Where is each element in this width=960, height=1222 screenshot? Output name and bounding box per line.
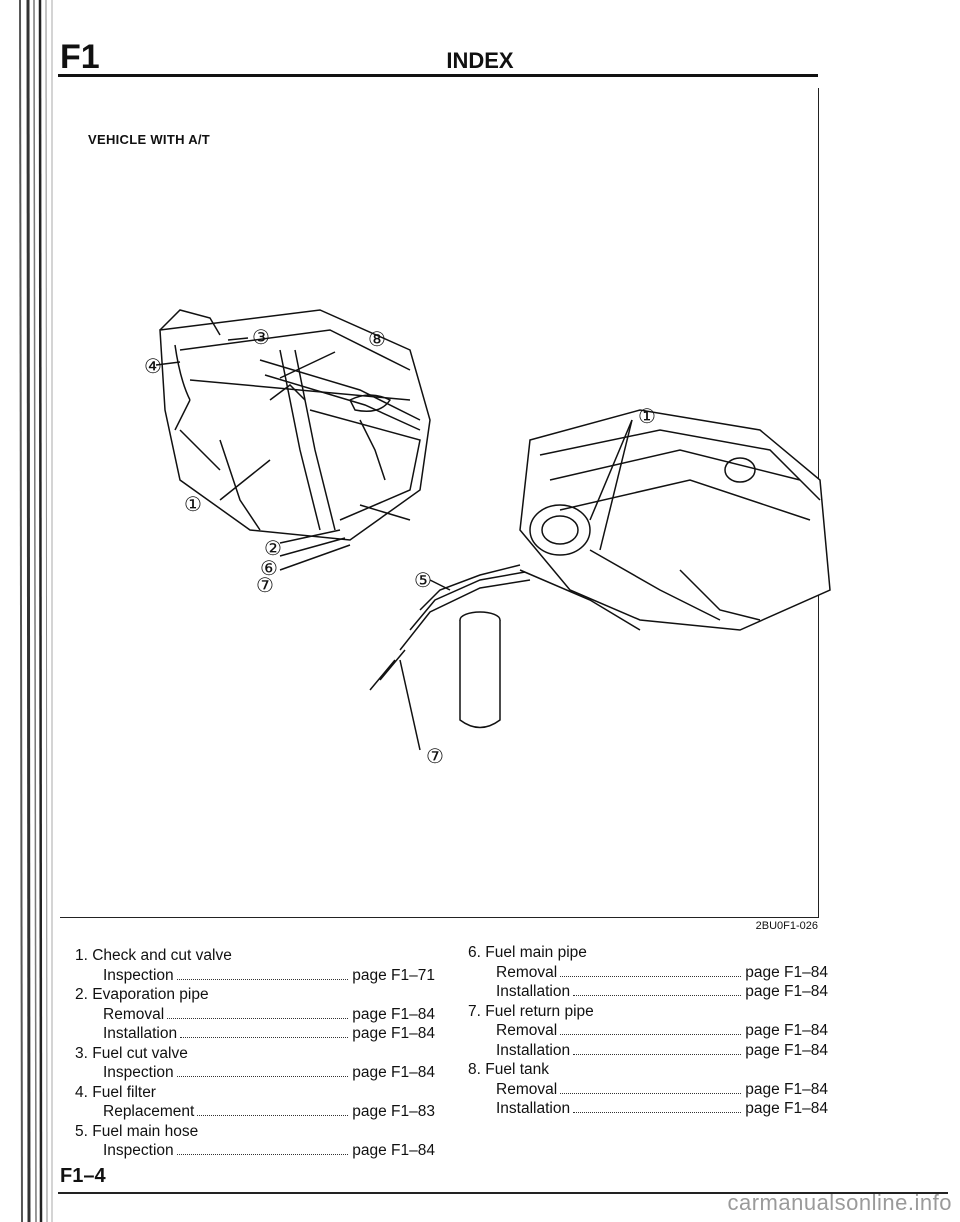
callout-2: ② [264,538,282,560]
callout-5: ⑤ [414,570,432,592]
legend-item: 8. Fuel tank Removal page F1–84 Installat… [468,1060,828,1119]
dot-leader [180,1037,349,1038]
legend-item-title: 7. Fuel return pipe [468,1002,594,1020]
legend-item-title: 4. Fuel filter [75,1083,156,1101]
legend-entry: Installation page F1–84 [468,982,828,1002]
entry-label: Inspection [103,966,174,984]
dot-leader [176,1154,349,1155]
legend-item: 4. Fuel filter Replacement page F1–83 [75,1083,435,1122]
entry-label: Replacement [103,1103,195,1120]
legend-entry: Installation page F1–84 [75,1024,435,1044]
legend-entry: Removal page F1–84 [468,1080,828,1100]
callout-7-tank: ⑦ [256,575,274,597]
legend-right: 6. Fuel main pipe Removal page F1–84 Inst… [468,943,828,1119]
legend-item: 5. Fuel main hose Inspection page F1–84 [75,1122,435,1161]
entry-label: Installation [496,983,571,1000]
legend-entry: Inspection page F1–84 [75,1063,435,1083]
figure-code: 2BU0F1-026 [755,920,818,932]
dot-leader [573,1112,742,1113]
entry-label: Inspection [103,1064,174,1081]
legend-item-title: 1. Check and cut valve [75,947,232,964]
legend-entry: Installation page F1–84 [468,1041,828,1061]
entry-label: Removal [496,1080,558,1098]
watermark: carmanualsonline.info [727,1190,952,1215]
fuel-tank-illustration [159,309,431,541]
legend-item: 2. Evaporation pipe Removal page F1–84 In… [75,985,435,1044]
dot-leader [560,975,742,977]
dot-leader [176,1076,349,1077]
dot-leader [573,1053,742,1055]
legend-item-title: 3. Fuel cut valve [75,1044,188,1062]
entry-page-ref: page F1–84 [745,963,828,981]
entry-page-ref: page F1–71 [352,966,435,984]
legend-item: 3. Fuel cut valve Inspection page F1–84 [75,1044,435,1083]
dot-leader [560,1034,742,1035]
entry-page-ref: page F1–84 [745,983,828,1000]
legend-item-title: 2. Evaporation pipe [75,986,209,1003]
dot-leader [560,1092,742,1094]
callout-6: ⑥ [260,558,278,580]
callout-3: ③ [252,327,270,349]
entry-page-ref: page F1–84 [745,1041,828,1059]
legend-entry: Removal page F1–84 [75,1005,435,1025]
header-rule [58,74,818,77]
legend-entry: Inspection page F1–84 [75,1141,435,1161]
legend-item-title: 8. Fuel tank [468,1061,549,1078]
legend-item: 1. Check and cut valve Inspection page F1… [75,946,435,985]
entry-label: Removal [103,1005,165,1023]
legend-item: 7. Fuel return pipe Removal page F1–84 In… [468,1002,828,1061]
entry-page-ref: page F1–84 [352,1025,435,1042]
legend-left: 1. Check and cut valve Inspection page F1… [75,946,435,1161]
legend-entry: Inspection page F1–71 [75,966,435,986]
legend-entry: Removal page F1–84 [468,1021,828,1041]
entry-label: Installation [496,1041,571,1059]
entry-page-ref: page F1–84 [352,1005,435,1023]
callout-7-engine: ⑦ [426,746,444,768]
callout-1-engine: ① [638,406,656,428]
dot-leader [573,995,742,996]
page-title: INDEX [446,48,514,73]
legend-entry: Removal page F1–84 [468,963,828,983]
legend-item-title: 5. Fuel main hose [75,1122,199,1140]
legend-item-title: 6. Fuel main pipe [468,944,587,961]
section-code: F1 [60,38,100,76]
callout-1-tank: ① [184,494,202,516]
footer-rule [58,1192,948,1194]
dot-leader [167,1017,349,1019]
entry-page-ref: page F1–83 [352,1103,435,1120]
callout-8: ⑧ [368,329,386,351]
figure-caption: VEHICLE WITH A/T [88,132,211,147]
entry-label: Removal [496,963,558,981]
page-number: F1–4 [60,1165,106,1187]
entry-page-ref: page F1–84 [745,1022,828,1039]
legend-item: 6. Fuel main pipe Removal page F1–84 Inst… [468,943,828,1002]
legend-entry: Installation page F1–84 [468,1099,828,1119]
entry-label: Removal [496,1022,558,1039]
entry-label: Installation [103,1025,178,1042]
entry-page-ref: page F1–84 [352,1064,435,1081]
fuel-system-diagram [155,309,831,751]
legend-entry: Replacement page F1–83 [75,1102,435,1122]
entry-page-ref: page F1–84 [745,1080,828,1098]
dot-leader [176,978,349,980]
entry-page-ref: page F1–84 [745,1100,828,1117]
callout-4: ④ [144,356,162,378]
binding-edge [0,0,60,1222]
entry-label: Installation [496,1100,571,1117]
dot-leader [197,1115,349,1116]
entry-label: Inspection [103,1142,174,1159]
engine-illustration [369,409,831,729]
entry-page-ref: page F1–84 [352,1142,435,1159]
